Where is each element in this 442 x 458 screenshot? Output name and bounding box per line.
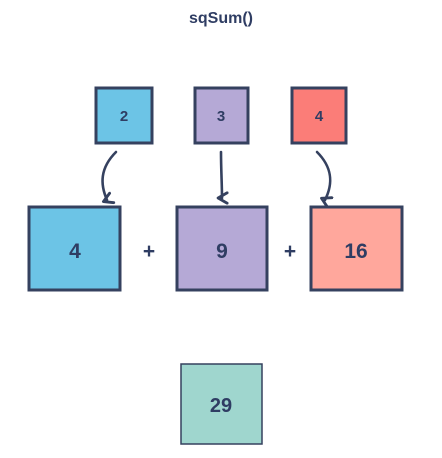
square-box-1-label: 4 — [69, 240, 81, 263]
input-box-1-shape — [94, 86, 154, 145]
input-box-3-shape — [290, 86, 348, 145]
input-box-2-label: 3 — [217, 108, 225, 125]
square-box-2-label: 9 — [216, 240, 228, 263]
square-box-2: 9 — [175, 205, 269, 292]
input-box-3: 4 — [290, 86, 348, 145]
square-arrow-3 — [315, 150, 330, 200]
square-box-3-label: 16 — [344, 240, 367, 263]
result-box-shape — [180, 363, 263, 445]
input-box-3-label: 4 — [315, 108, 324, 125]
result-box-label: 29 — [210, 395, 232, 417]
input-box-1-label: 2 — [120, 108, 128, 125]
result-box: 29 — [180, 363, 263, 445]
square-box-3: 16 — [309, 205, 404, 292]
square-box-3-shape — [309, 205, 404, 292]
square-box-2-shape — [175, 205, 269, 292]
plus-operator-2: + — [284, 240, 296, 263]
square-arrow-1 — [101, 150, 118, 200]
square-box-1: 4 — [27, 205, 122, 292]
square-arrow-2 — [221, 150, 222, 198]
diagram-title: sqSum() — [189, 10, 253, 27]
input-box-2-shape — [193, 86, 250, 145]
square-box-1-shape — [27, 205, 122, 292]
plus-operator-1: + — [143, 240, 155, 263]
input-box-1: 2 — [94, 86, 154, 145]
input-box-2: 3 — [193, 86, 250, 145]
